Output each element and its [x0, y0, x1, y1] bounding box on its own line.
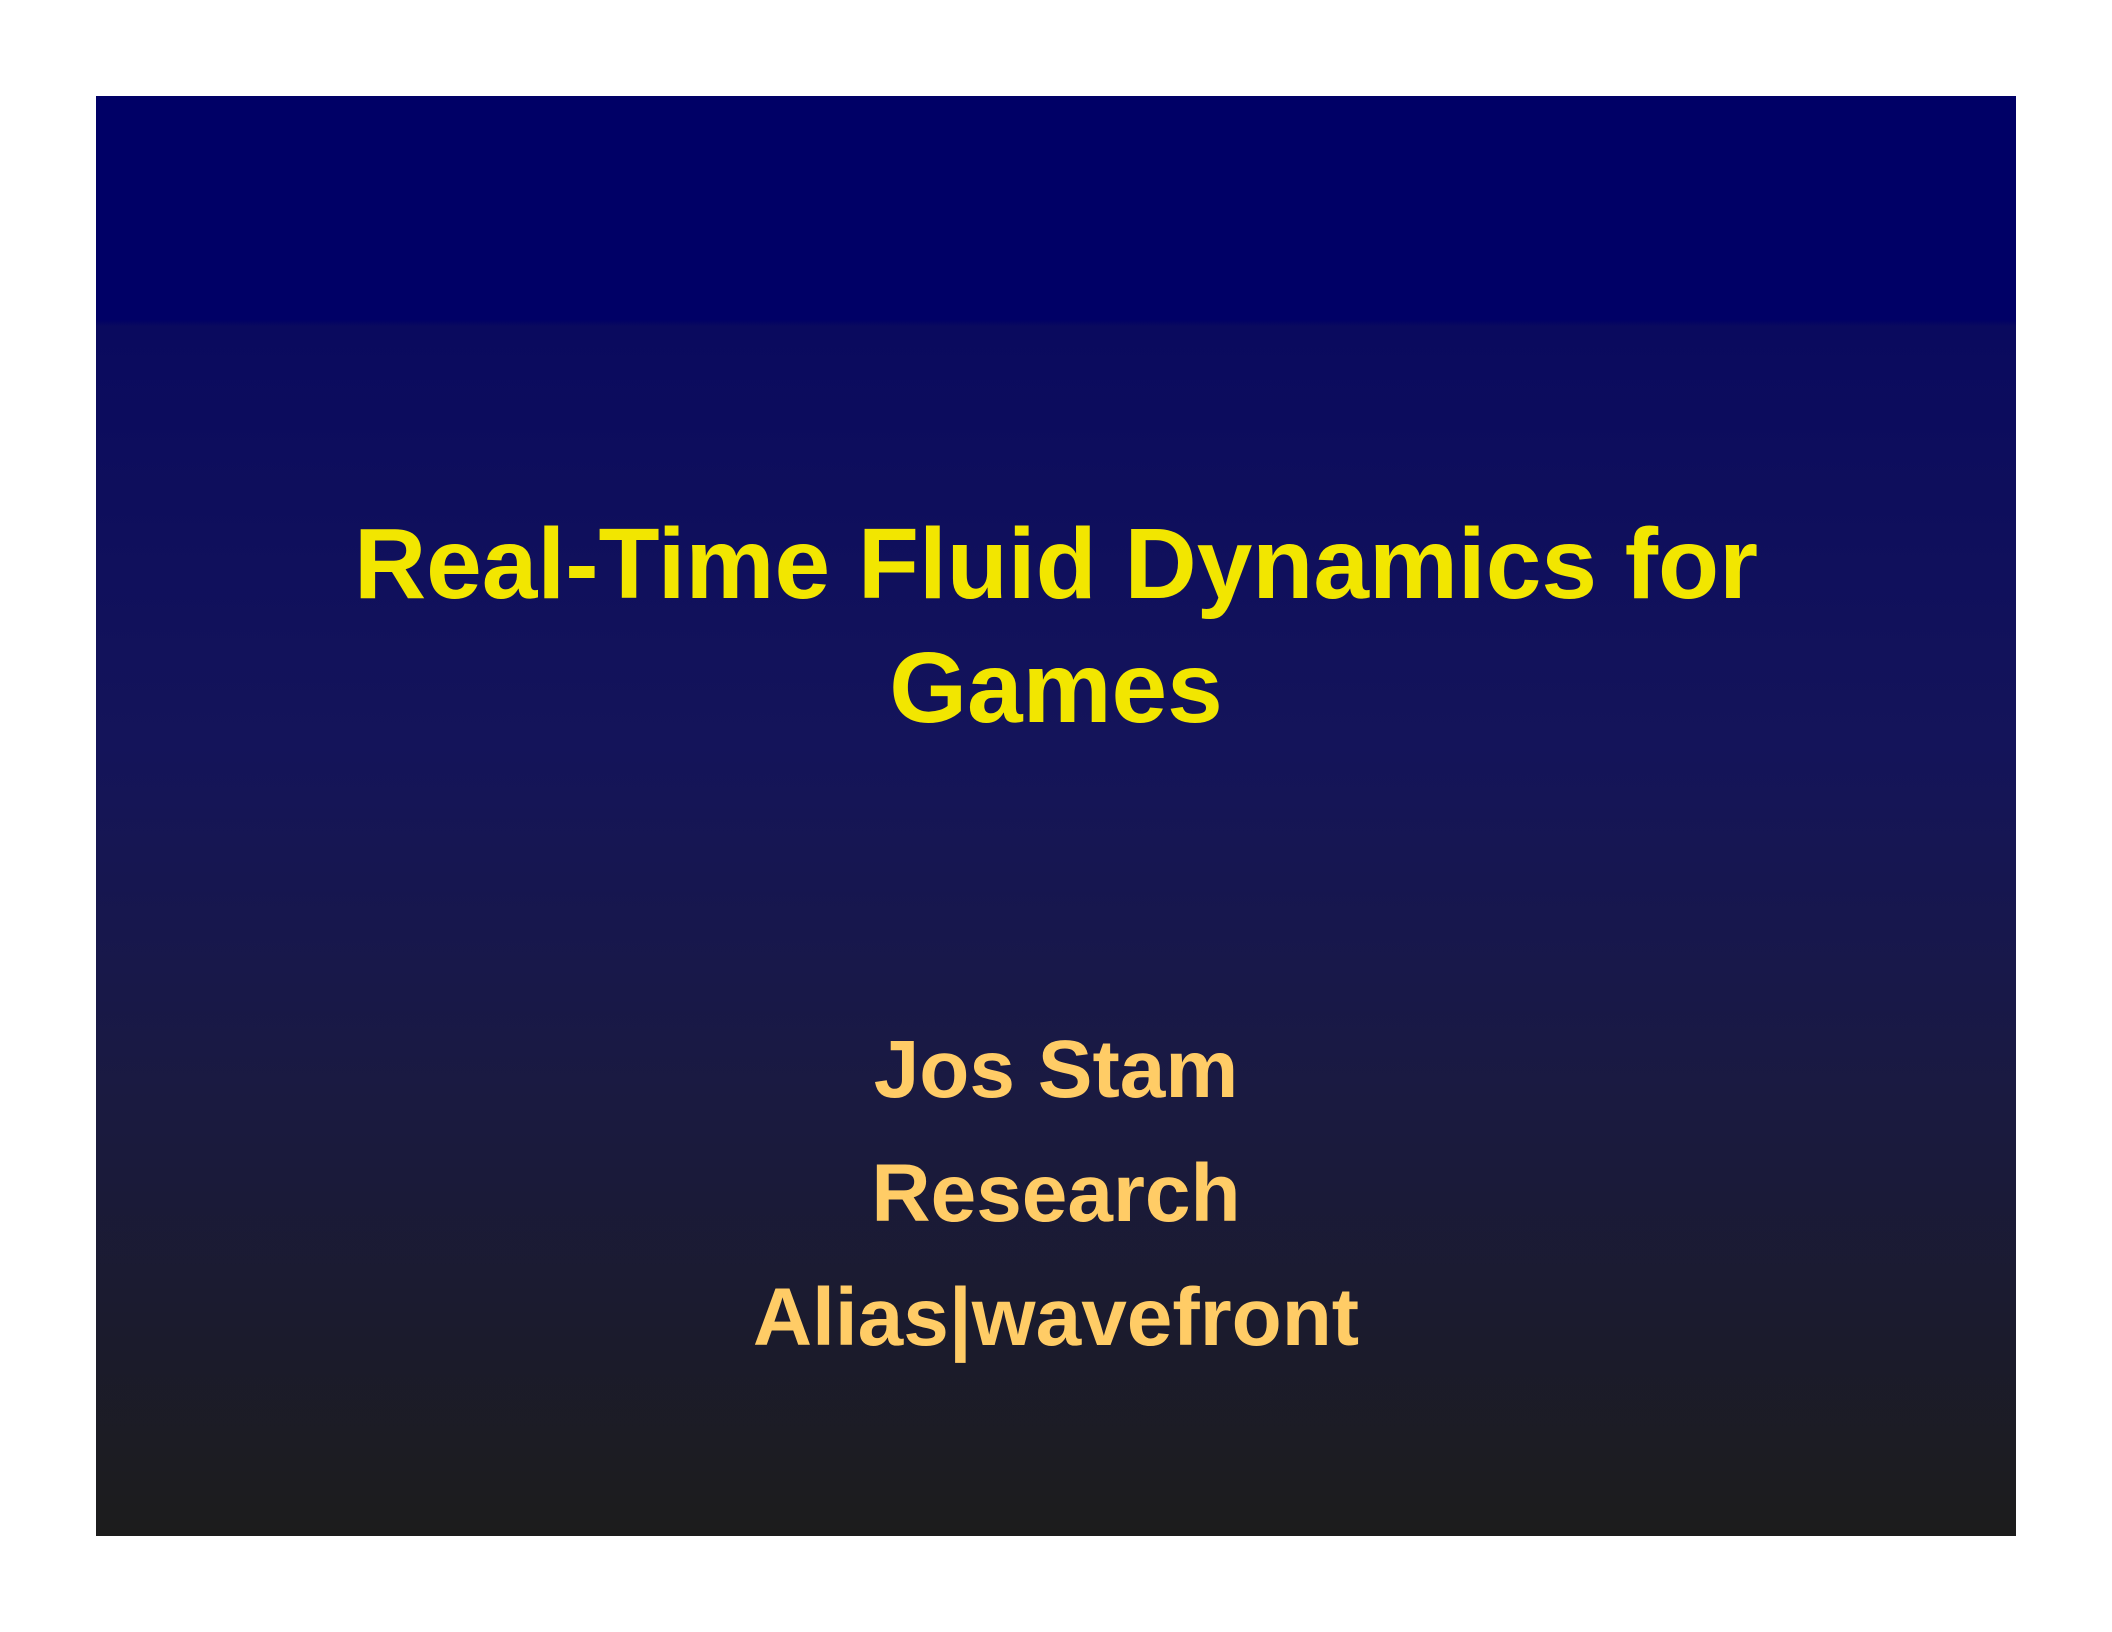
slide-title: Real-Time Fluid Dynamics for Games: [96, 502, 2016, 750]
author-company: Alias|wavefront: [752, 1272, 1360, 1363]
author-name: Jos Stam: [873, 1024, 1239, 1115]
author-block: Jos Stam Research Alias|wavefront: [96, 1008, 2016, 1380]
author-department: Research: [871, 1148, 1241, 1239]
slide-title-line-1: Real-Time Fluid Dynamics for: [353, 508, 1759, 620]
title-slide: Real-Time Fluid Dynamics for Games Jos S…: [96, 96, 2016, 1536]
slide-title-line-2: Games: [889, 632, 1223, 744]
